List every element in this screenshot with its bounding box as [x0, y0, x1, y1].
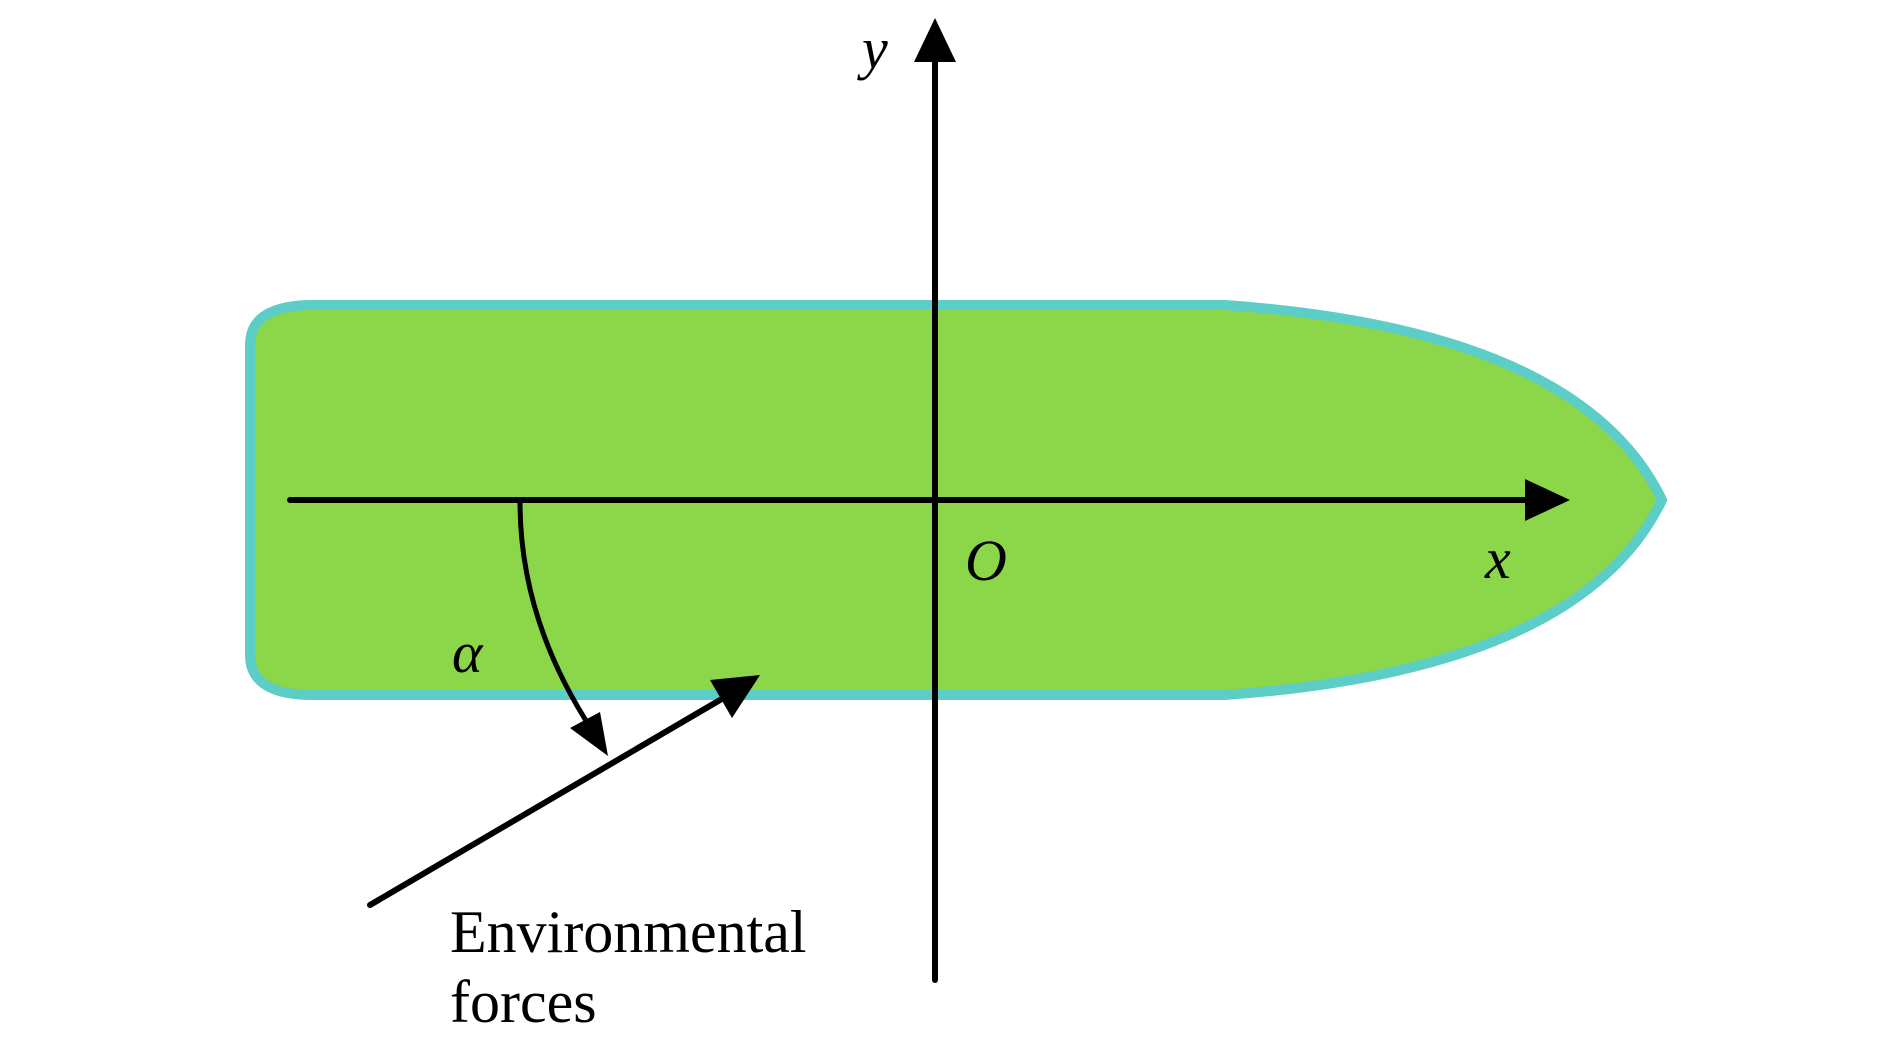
- x-axis-label: x: [1484, 526, 1511, 591]
- angle-arc: [517, 501, 595, 732]
- force-arrow-arrowhead: [710, 675, 760, 718]
- angle-label: α: [452, 620, 484, 685]
- origin-label: O: [965, 528, 1007, 593]
- force-label-line2: forces: [450, 969, 597, 1035]
- angle-arc-arrowhead: [570, 712, 608, 756]
- force-label-line1: Environmental: [450, 899, 807, 965]
- x-axis-arrowhead: [1525, 479, 1570, 521]
- y-axis-label: y: [857, 16, 888, 81]
- force-arrow-line: [367, 697, 723, 908]
- y-axis-arrowhead: [914, 18, 956, 62]
